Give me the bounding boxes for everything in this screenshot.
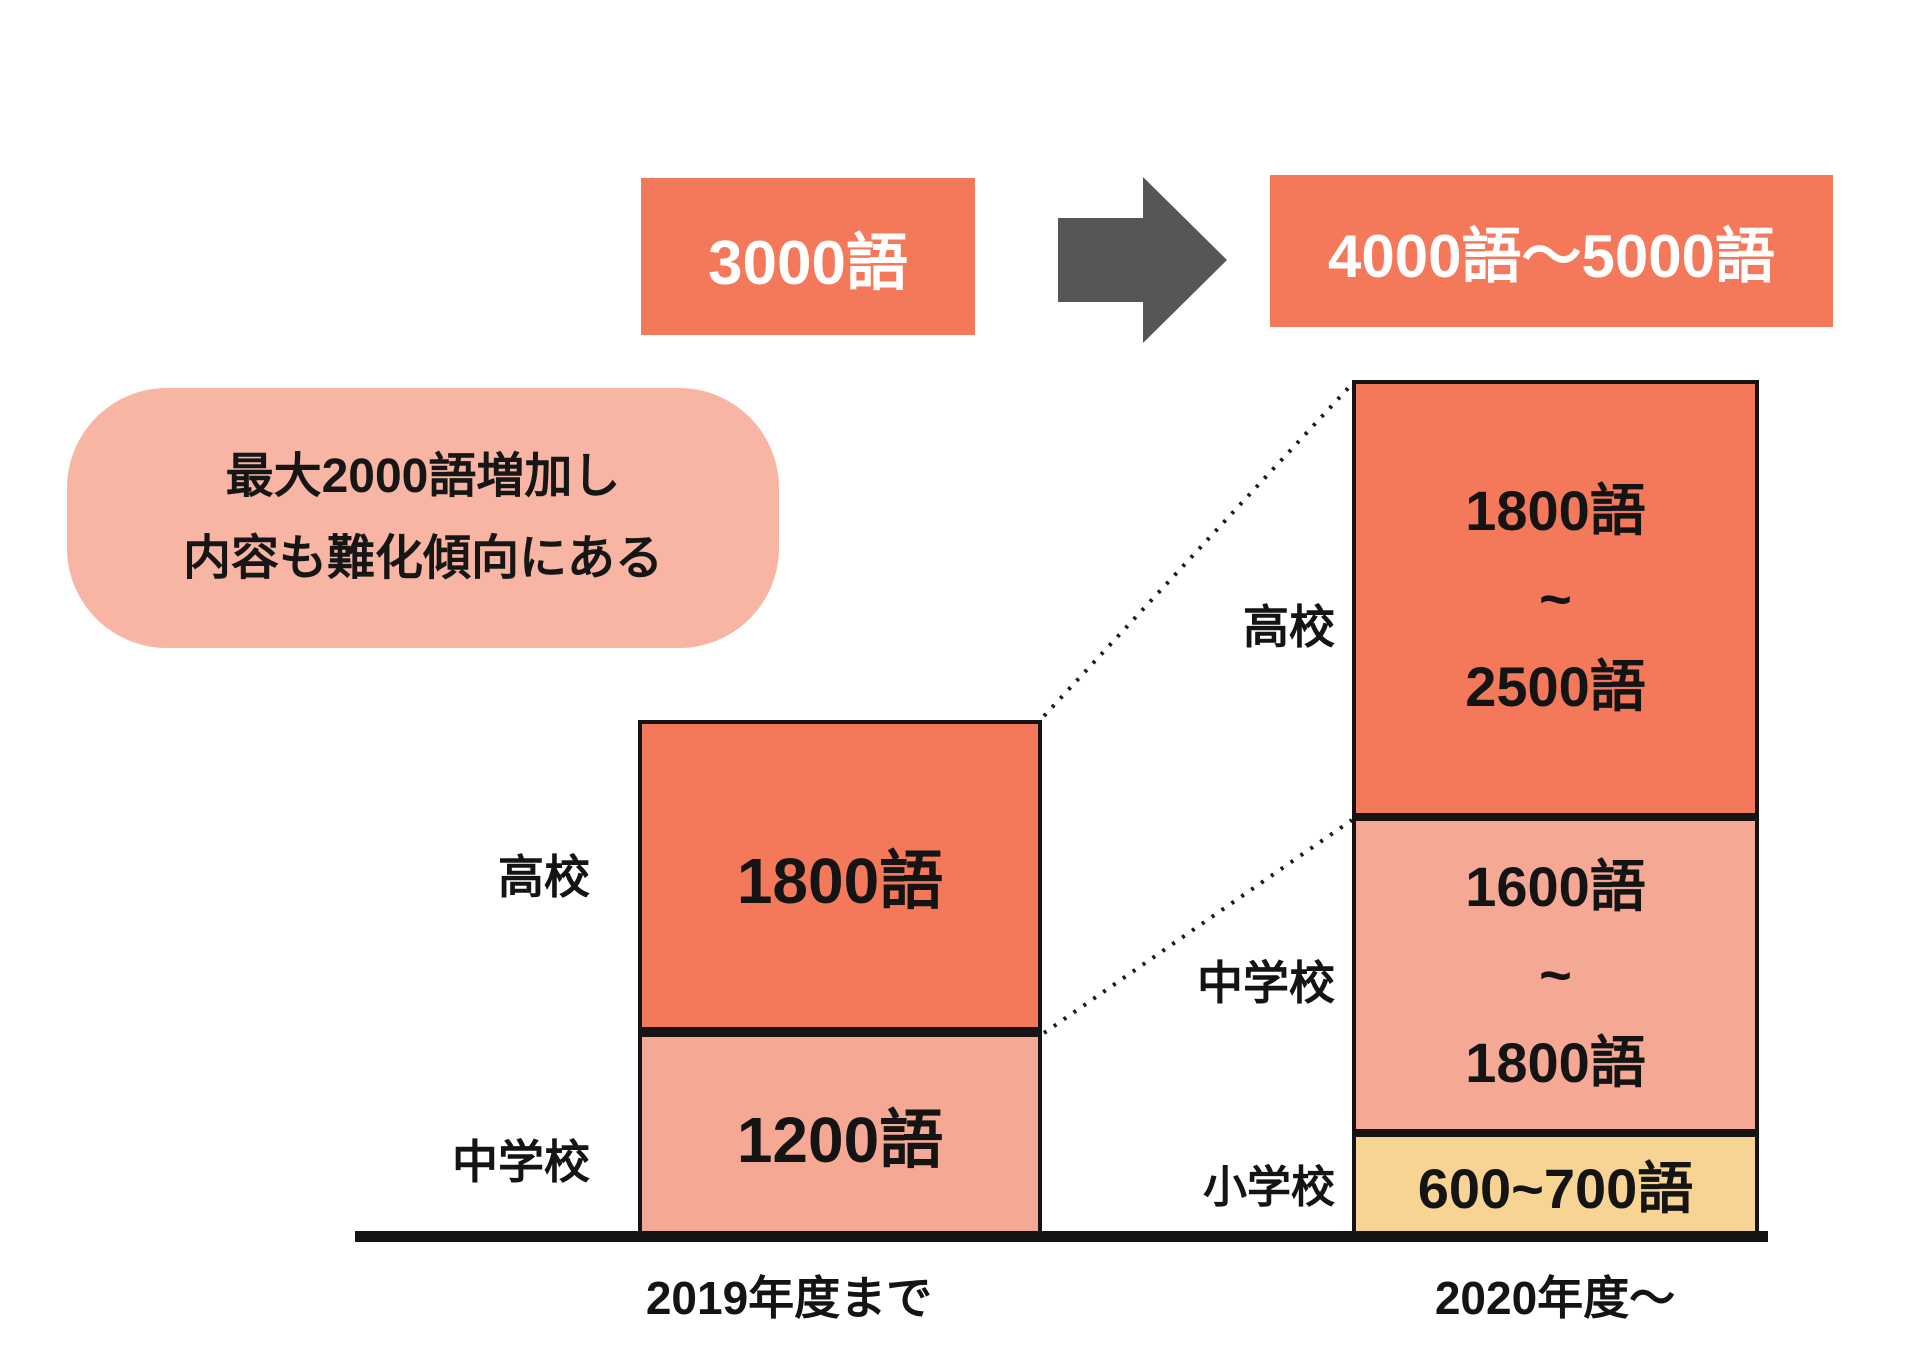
- segment-2020-koukou-tilde: ~: [1539, 566, 1572, 630]
- segment-2020-shougakkou-value: 600~700語: [1417, 1157, 1694, 1220]
- segment-2019-koukou: 1800語: [638, 720, 1042, 1037]
- callout-bubble: 最大2000語増加し 内容も難化傾向にある: [67, 388, 779, 648]
- segment-2020-chuugakkou-tilde: ~: [1539, 943, 1572, 1006]
- school-label-2019-chuugakkou: 中学校: [452, 1136, 590, 1188]
- school-label-2020-chuugakkou: 中学校: [1197, 957, 1335, 1009]
- axis-label-2020: 2020年度〜: [1434, 1272, 1676, 1324]
- connector-line-top: [1042, 382, 1354, 718]
- segment-2020-koukou-line3: 2500語: [1465, 654, 1646, 718]
- segment-2020-koukou: 1800語 ~ 2500語: [1352, 380, 1759, 821]
- segment-2020-chuugakkou-line1: 1600語: [1465, 855, 1646, 918]
- x-axis-baseline: [355, 1231, 1768, 1242]
- total-before-box: 3000語: [641, 178, 975, 335]
- total-after-box: 4000語〜5000語: [1270, 175, 1833, 327]
- total-after-label: 4000語〜5000語: [1328, 222, 1775, 290]
- total-before-label: 3000語: [708, 228, 908, 298]
- school-label-2020-shougakkou: 小学校: [1203, 1163, 1335, 1212]
- segment-2020-shougakkou: 600~700語: [1352, 1137, 1759, 1236]
- segment-2020-koukou-line1: 1800語: [1465, 478, 1646, 542]
- callout-line-2: 内容も難化傾向にある: [182, 532, 663, 585]
- segment-2019-koukou-value: 1800語: [736, 844, 944, 917]
- segment-2020-chuugakkou: 1600語 ~ 1800語: [1352, 821, 1759, 1137]
- segment-2019-chuugakkou-value: 1200語: [736, 1103, 944, 1176]
- callout-line-1: 最大2000語増加し: [225, 450, 621, 503]
- segment-2020-chuugakkou-line3: 1800語: [1465, 1031, 1646, 1094]
- arrow-right-icon: [1058, 177, 1227, 343]
- segment-2019-chuugakkou: 1200語: [638, 1037, 1042, 1236]
- axis-label-2019: 2019年度まで: [645, 1272, 933, 1324]
- school-label-2020-koukou: 高校: [1243, 601, 1335, 653]
- school-label-2019-koukou: 高校: [498, 851, 590, 903]
